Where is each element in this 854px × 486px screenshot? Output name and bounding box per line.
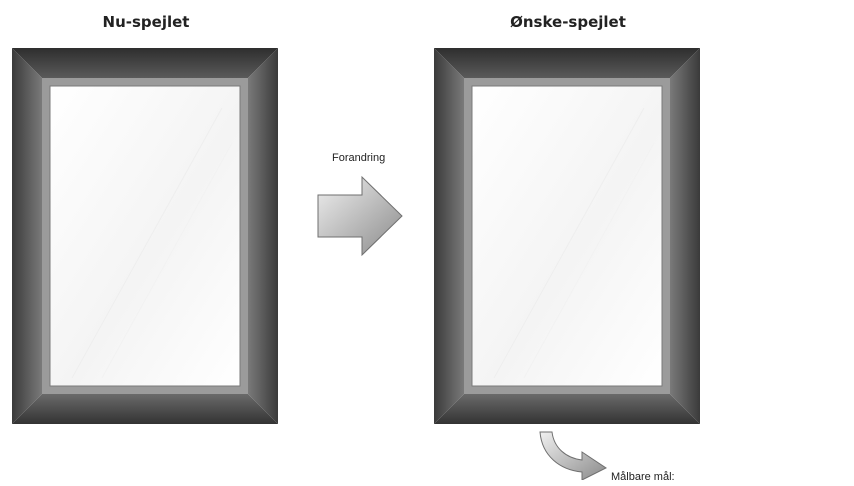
current-mirror-title: Nu-spejlet — [102, 13, 190, 31]
desired-mirror-title: Ønske-spejlet — [510, 13, 626, 31]
change-label: Forandring — [332, 152, 386, 164]
curved-arrow-icon — [536, 430, 608, 481]
desired-mirror — [434, 48, 700, 424]
desired-mirror-frame — [434, 48, 700, 424]
right-arrow-icon — [316, 175, 404, 257]
current-mirror-frame — [12, 48, 278, 424]
goals-label: Målbare mål: — [611, 471, 675, 483]
current-mirror — [12, 48, 278, 424]
